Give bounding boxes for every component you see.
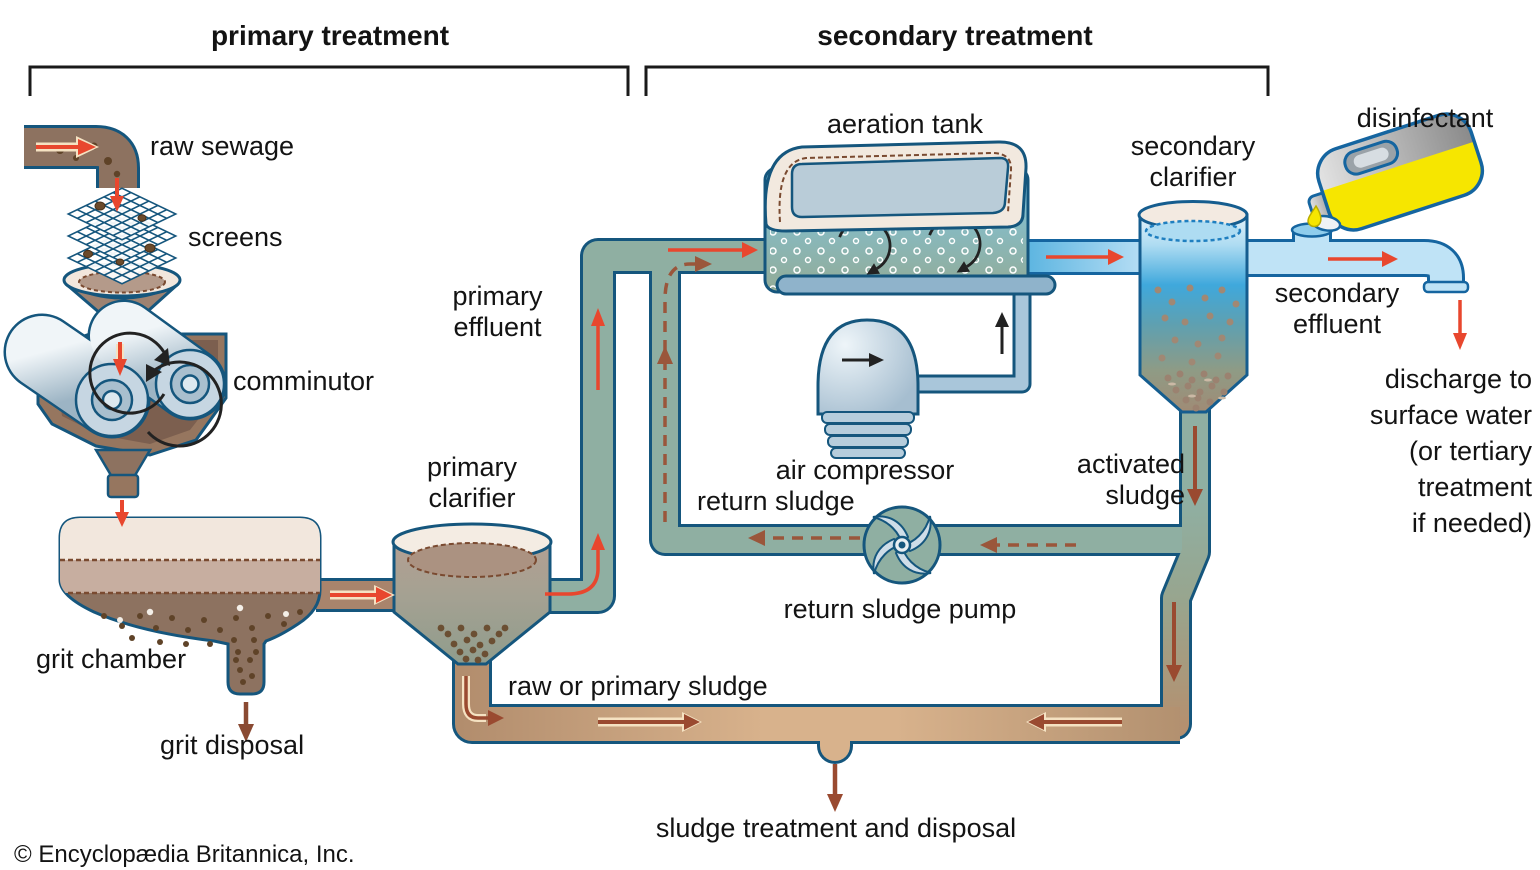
aeration-tank-unit xyxy=(763,140,1057,296)
primary-treatment-title: primary treatment xyxy=(210,20,450,51)
grit-particles xyxy=(101,609,303,685)
copyright-notice: © Encyclopædia Britannica, Inc. xyxy=(14,841,355,868)
primary-clarifier-tank xyxy=(391,522,553,666)
grit-disposal-label: grit disposal xyxy=(160,730,305,760)
raw-sewage-label: raw sewage xyxy=(150,131,295,161)
secondary-bracket xyxy=(644,65,1270,96)
sludge-treatment-label: sludge treatment and disposal xyxy=(655,813,1017,843)
primary-bracket xyxy=(28,65,630,96)
secondary-treatment-title: secondary treatment xyxy=(817,20,1093,51)
air-compressor-label: air compressor xyxy=(775,455,955,485)
primary-effluent-label: primary effluent xyxy=(452,281,543,342)
comminutor-label: comminutor xyxy=(233,366,375,396)
air-pipe xyxy=(908,288,1029,391)
activated-sludge-label: activated sludge xyxy=(1076,449,1185,510)
air-compressor-unit xyxy=(816,318,920,459)
return-sludge-pump-unit xyxy=(862,505,942,585)
section-brackets xyxy=(28,65,1270,96)
disinfectant-label: disinfectant xyxy=(1356,103,1494,133)
flow-arrows xyxy=(36,136,1467,812)
aeration-tank-label: aeration tank xyxy=(826,109,984,139)
secondary-sludge-blanket xyxy=(1164,370,1232,412)
rotation-arrows xyxy=(88,331,223,448)
roller-face-right xyxy=(154,348,226,420)
comminutor-unit xyxy=(3,299,228,499)
secondary-effluent-label: secondary effluent xyxy=(1274,278,1400,339)
secondary-clarifier-tank xyxy=(1137,200,1249,414)
secondary-particles xyxy=(1154,284,1240,366)
disinfectant-jug xyxy=(1307,112,1485,232)
discharge-label: discharge to surface water (or tertiary … xyxy=(1369,364,1532,538)
return-sludge-label: return sludge xyxy=(697,486,855,516)
primary-sludge-particles xyxy=(437,624,509,664)
grit-chamber-label: grit chamber xyxy=(36,644,187,674)
primary-effluent-pipe xyxy=(545,241,766,611)
primary-sludge-pipe xyxy=(455,660,1180,741)
disinfectant-drop xyxy=(1307,204,1322,228)
effluent-spout-lip xyxy=(1422,280,1470,294)
primary-clarifier-label: primary clarifier xyxy=(426,452,517,513)
raw-or-primary-sludge-label: raw or primary sludge xyxy=(508,671,768,701)
grit-white-dots xyxy=(117,604,289,623)
return-sludge-pump-label: return sludge pump xyxy=(783,594,1017,624)
secondary-clarifier-label: secondary clarifier xyxy=(1130,131,1256,192)
screens xyxy=(66,187,178,285)
screens-label: screens xyxy=(188,222,283,252)
roller-face-left xyxy=(74,362,150,438)
secondary-effluent-pipe xyxy=(1245,242,1462,294)
grit-chamber-tank xyxy=(58,516,322,696)
